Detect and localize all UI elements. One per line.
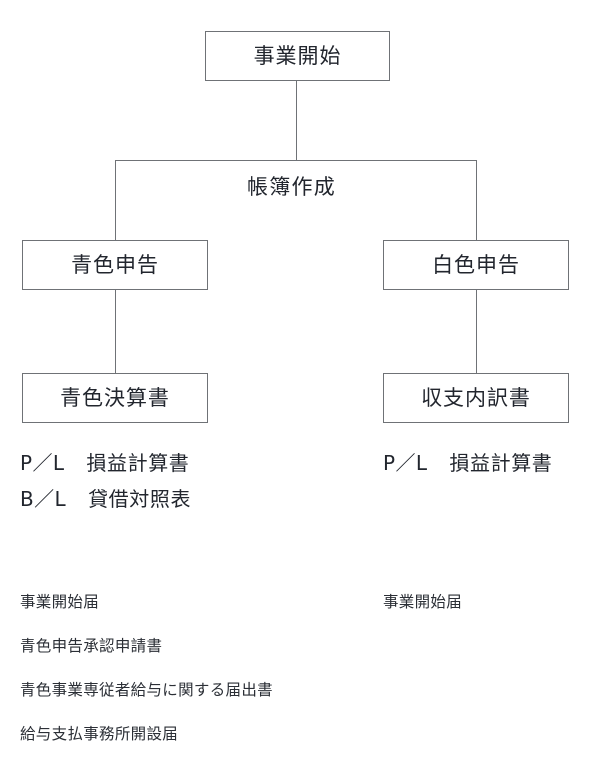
connector-root-stem (296, 81, 298, 161)
statement-left-bl: B／L 貸借対照表 (20, 483, 191, 512)
form-item-right-1: 事業開始届 (383, 593, 463, 611)
node-business-start: 事業開始 (205, 31, 390, 81)
node-business-start-label: 事業開始 (253, 43, 342, 68)
form-item-left-3: 青色事業専従者給与に関する届出書 (20, 681, 273, 699)
node-blue-return: 青色申告 (22, 240, 208, 290)
node-blue-financial-statement-label: 青色決算書 (60, 385, 170, 410)
statement-left-bl-code: B／L (20, 487, 67, 511)
node-income-expense-statement: 収支内訳書 (383, 373, 569, 423)
statement-left-bl-name: 貸借対照表 (88, 487, 192, 511)
statement-left-pl-name: 損益計算書 (86, 451, 190, 475)
node-white-return: 白色申告 (383, 240, 569, 290)
connector-left-result (115, 290, 117, 373)
statement-left-pl: P／L 損益計算書 (20, 447, 189, 476)
connector-left-branch-drop (115, 160, 117, 240)
branch-caption-bookkeeping: 帳簿作成 (247, 175, 337, 199)
statement-right-pl-code: P／L (383, 451, 428, 475)
statement-right-pl-name: 損益計算書 (449, 451, 553, 475)
form-item-left-2: 青色申告承認申請書 (20, 637, 163, 655)
form-item-left-1: 事業開始届 (20, 593, 100, 611)
form-item-left-4: 給与支払事務所開設届 (20, 725, 179, 743)
connector-right-result (476, 290, 478, 373)
node-blue-return-label: 青色申告 (71, 252, 159, 277)
node-income-expense-statement-label: 収支内訳書 (421, 385, 531, 410)
connector-branch-bar (115, 160, 477, 162)
statement-left-pl-code: P／L (20, 451, 65, 475)
statement-right-pl: P／L 損益計算書 (383, 447, 552, 476)
connector-right-branch-drop (476, 160, 478, 240)
node-blue-financial-statement: 青色決算書 (22, 373, 208, 423)
node-white-return-label: 白色申告 (432, 252, 520, 277)
